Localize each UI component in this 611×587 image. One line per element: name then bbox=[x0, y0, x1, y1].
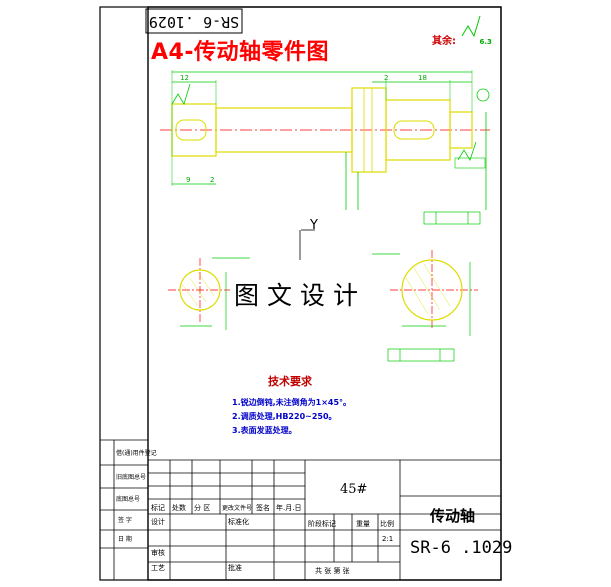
hatch-a-1 bbox=[189, 277, 207, 303]
section-b-circle bbox=[401, 259, 463, 321]
geo-tol-box-2 bbox=[387, 348, 455, 362]
rough-symbol-right bbox=[457, 141, 477, 161]
dim-label-12: 12 bbox=[180, 74, 189, 82]
tb-row-review: 审核 bbox=[151, 549, 165, 557]
tb-header-date: 年.月.日 bbox=[276, 504, 302, 512]
tb-row-approve: 批准 bbox=[228, 564, 242, 572]
tb-header-docno: 更改文件号 bbox=[222, 505, 253, 512]
title-block-grid bbox=[100, 439, 501, 580]
tb-weight-label: 重量 bbox=[356, 520, 370, 528]
hatch-b-2 bbox=[405, 277, 429, 315]
tb-header-zone: 分 区 bbox=[194, 504, 211, 512]
dim-label-9: 9 bbox=[186, 176, 191, 184]
tb-header-count: 处数 bbox=[172, 504, 186, 512]
tech-item-3: 3.表面发蓝处理。 bbox=[232, 426, 297, 435]
tb-part-code: SR-6 .1029 bbox=[410, 538, 513, 558]
datum-circle bbox=[476, 88, 490, 102]
tb-left-label-3: 底图总号 bbox=[116, 496, 141, 503]
rough-symbol-left bbox=[171, 83, 191, 105]
view-label: Y bbox=[310, 218, 318, 233]
section-a-circle bbox=[179, 269, 221, 311]
tb-header-sign: 签名 bbox=[256, 504, 270, 512]
hatch-a-3 bbox=[197, 271, 215, 297]
tb-row-design: 设计 bbox=[151, 518, 165, 526]
roughness-label-value: 6.3 bbox=[479, 38, 492, 46]
dim-label-2: 2 bbox=[384, 74, 389, 82]
keyway-left bbox=[175, 119, 207, 141]
hatch-b-1 bbox=[413, 267, 441, 311]
tb-row-std: 标准化 bbox=[228, 518, 249, 526]
tb-row-process: 工艺 bbox=[151, 564, 165, 572]
tech-requirements-title: 技术要求 bbox=[268, 375, 312, 388]
tb-scale-label: 比例 bbox=[380, 520, 394, 528]
geo-tol-box-1 bbox=[423, 211, 481, 225]
tb-left-label-2: 旧底图总号 bbox=[116, 474, 147, 481]
tol-box-right bbox=[454, 157, 486, 169]
rough-symbol-general bbox=[461, 15, 481, 38]
keyway-right bbox=[393, 120, 435, 140]
tech-item-1: 1.锐边倒钝,未注倒角为1×45°。 bbox=[232, 398, 352, 407]
tb-part-name: 传动轴 bbox=[430, 507, 476, 525]
inner-frame bbox=[147, 6, 502, 581]
tb-left-label-4: 签 字 bbox=[118, 517, 132, 524]
tb-stage-label: 阶段标记 bbox=[308, 520, 336, 528]
drawing-code-rotated: SR-6 .1029 bbox=[148, 13, 240, 31]
tb-sheets-label: 共 张 第 张 bbox=[315, 567, 350, 575]
tb-left-label-5: 日 期 bbox=[118, 536, 132, 543]
collar-groove bbox=[363, 87, 373, 173]
tb-header-mark: 标记 bbox=[151, 504, 165, 512]
code-box-frame bbox=[145, 8, 243, 34]
shaft-end bbox=[449, 111, 473, 149]
tb-left-label-1: 借(通)用件登记 bbox=[116, 450, 157, 457]
tb-scale-value: 2:1 bbox=[382, 535, 394, 543]
watermark: 图文设计 bbox=[230, 276, 371, 312]
tech-item-2: 2.调质处理,HB220~250。 bbox=[232, 412, 337, 421]
hatch-a-2 bbox=[181, 283, 199, 307]
roughness-label-text: 其余: bbox=[432, 36, 456, 47]
hatch-b-3 bbox=[423, 263, 451, 307]
drawing-title: A4-传动轴零件图 bbox=[151, 40, 329, 65]
dim-label-18: 18 bbox=[418, 74, 427, 82]
general-roughness-label: 其余: 6.3 bbox=[432, 32, 492, 47]
dim-label-2b: 2 bbox=[210, 176, 215, 184]
tb-material: 45# bbox=[340, 482, 368, 497]
